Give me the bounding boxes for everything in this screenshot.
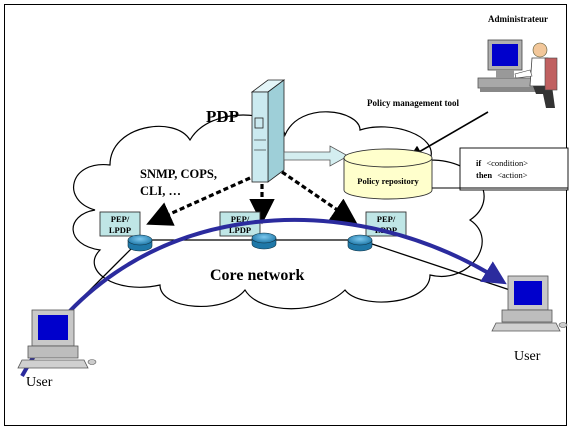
pep-left-line1: PEP/	[111, 214, 130, 224]
pep-right-line1: PEP/	[377, 214, 396, 224]
pdp-server-icon	[250, 79, 286, 183]
svg-text:then <action>: then <action>	[476, 170, 528, 180]
rule-then-keyword: then	[476, 170, 492, 180]
user-right-label: User	[514, 349, 541, 364]
router-left-icon	[127, 234, 153, 252]
pdp-to-repository-arrow	[283, 145, 349, 167]
svg-text:if <condition>: if <condition>	[476, 158, 528, 168]
user-left-computer-icon	[17, 309, 97, 369]
pep-box-right	[365, 211, 407, 237]
protocols-line1: SNMP, COPS,	[140, 167, 217, 181]
user-right-computer-icon	[491, 275, 568, 332]
rule-if-keyword: if	[476, 158, 481, 168]
pdp-to-pep-links	[146, 170, 358, 226]
rule-condition: <condition>	[486, 158, 528, 168]
pep-left-line2: LPDP	[109, 225, 131, 235]
administrator-workstation-icon	[477, 39, 558, 108]
router-right-icon	[347, 234, 373, 252]
pep-center-line1: PEP/	[231, 214, 250, 224]
pep-center-line2: LPDP	[229, 225, 251, 235]
policy-repository-icon	[343, 148, 433, 200]
pep-box-left	[99, 211, 141, 237]
core-network-label: Core network	[210, 267, 304, 284]
protocols-line2: CLI, …	[140, 184, 181, 198]
rule-action: <action>	[497, 170, 528, 180]
pdp-label: PDP	[206, 107, 239, 126]
policy-tool-arrow	[409, 111, 489, 158]
user-left-label: User	[26, 375, 53, 390]
policy-repository-label: Policy repository	[357, 176, 419, 186]
policy-rule-box	[432, 147, 569, 191]
administrator-label: Administrateur	[488, 14, 548, 24]
policy-tool-label: Policy management tool	[367, 98, 459, 108]
router-center-icon	[251, 232, 277, 250]
